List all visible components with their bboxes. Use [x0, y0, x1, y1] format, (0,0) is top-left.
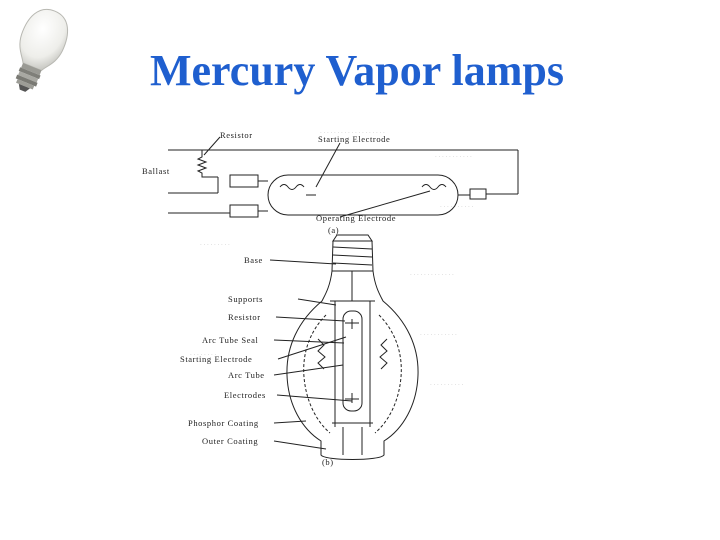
label-outer-coating: Outer Coating	[202, 436, 258, 446]
label-electrodes: Electrodes	[224, 390, 266, 400]
label-arc-tube: Arc Tube	[228, 370, 265, 380]
svg-text:. . . . . . . . . . .: . . . . . . . . . . .	[420, 329, 457, 337]
label-supports: Supports	[228, 294, 263, 304]
svg-text:. . . . . . . . . .: . . . . . . . . . .	[440, 201, 474, 209]
svg-text:. . . . . . . . . . . . . . .: . . . . . . . . . . . . . . . . . . .	[320, 127, 385, 135]
slide-title: Mercury Vapor lamps	[150, 46, 564, 95]
label-arc-tube-seal: Arc Tube Seal	[202, 335, 258, 345]
svg-text:. . . . . . . . . .: . . . . . . . . . .	[430, 379, 464, 387]
svg-text:. . . . . . . . .: . . . . . . . . .	[200, 239, 230, 247]
label-phosphor-coating: Phosphor Coating	[188, 418, 259, 428]
svg-text:. . . . . . . . . . . . .: . . . . . . . . . . . . .	[410, 269, 454, 277]
lamp-cutaway	[269, 234, 419, 460]
lamp-diagram: . . . . . . . . . . . . . . . . . . . . …	[142, 127, 519, 467]
caption-b: (b)	[322, 457, 334, 467]
label-resistor-a: Resistor	[220, 130, 253, 140]
label-base: Base	[244, 255, 263, 265]
label-ballast: Ballast	[142, 166, 170, 176]
label-operating-electrode: Operating Electrode	[316, 213, 396, 223]
caption-a: (a)	[328, 225, 339, 235]
label-resistor-b: Resistor	[228, 312, 261, 322]
svg-text:. . . . . . . .: . . . . . . . .	[190, 349, 217, 357]
label-starting-electrode-b: Starting Electrode	[180, 354, 252, 364]
label-starting-electrode-a: Starting Electrode	[318, 134, 390, 144]
light-bulb-icon	[15, 9, 68, 92]
circuit-diagram	[168, 136, 519, 218]
svg-text:. . . . . . . . . . .: . . . . . . . . . . .	[435, 151, 472, 159]
faint-background-text: . . . . . . . . . . . . . . . . . . . . …	[190, 127, 474, 387]
